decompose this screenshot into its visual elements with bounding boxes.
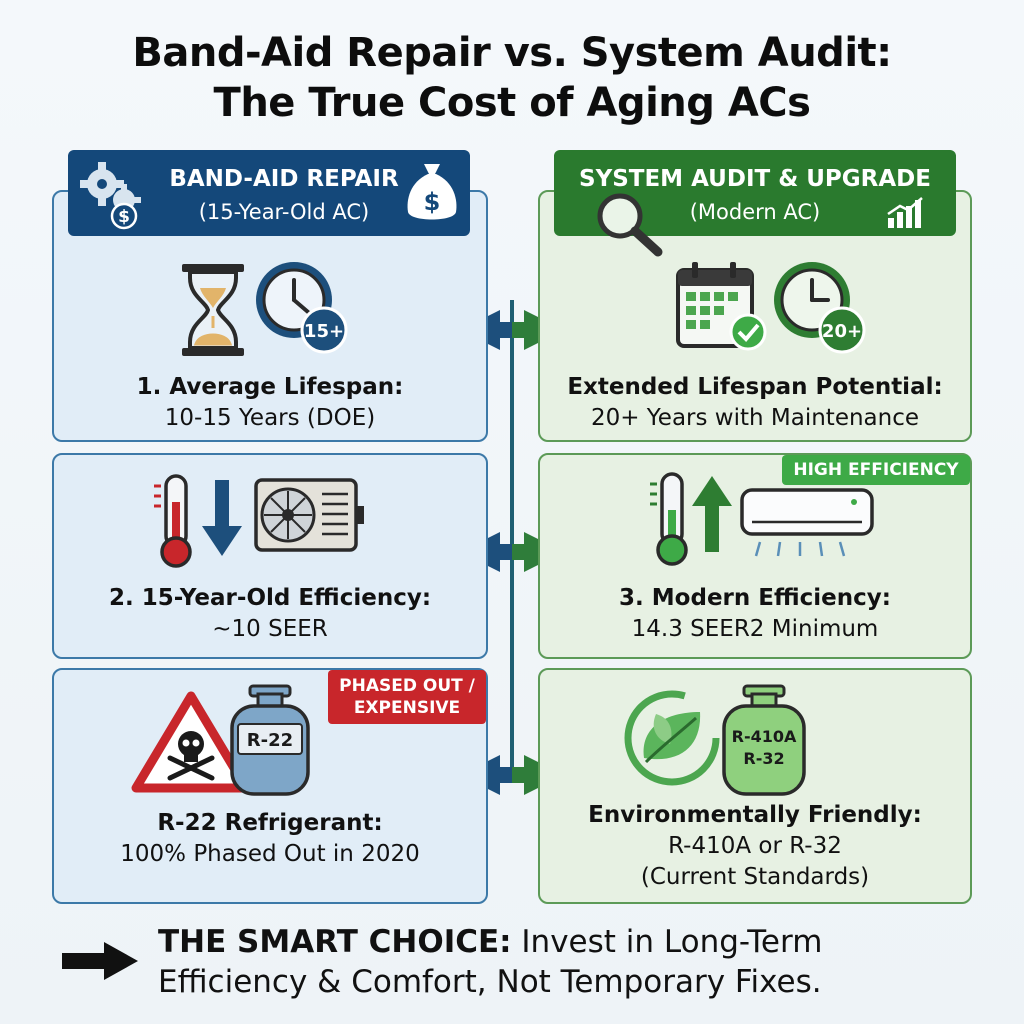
right-panel-2-label: 3. Modern Efficiency: 14.3 SEER2 Minimum	[619, 585, 891, 642]
title-line-2: The True Cost of Aging ACs	[213, 80, 811, 126]
footer-line-1: Invest in Long-Term	[511, 924, 823, 960]
eco-leaf-icon	[624, 690, 720, 786]
footer-lead: THE SMART CHOICE:	[158, 924, 512, 960]
tank-label-r32: R-32	[743, 749, 784, 768]
money-bag-icon: $	[407, 164, 457, 220]
left-header: BAND-AID REPAIR (15-Year-Old AC)	[68, 150, 470, 236]
title-line-1: Band-Aid Repair vs. System Audit:	[132, 30, 892, 76]
thermometer-hot-icon	[154, 474, 192, 568]
left-panel-2-label: 2. 15-Year-Old Efficiency: ~10 SEER	[108, 585, 432, 642]
high-efficiency-badge: HIGH EFFICIENCY	[782, 455, 970, 485]
right-panel-efficiency: 3. Modern Efficiency: 14.3 SEER2 Minimum	[538, 453, 972, 659]
right-panel-3-label: Environmentally Friendly: R-410A or R-32…	[588, 802, 922, 890]
clock-icon: 15+	[256, 262, 348, 354]
clock-badge-20: 20+	[822, 321, 862, 342]
svg-text:$: $	[118, 207, 130, 227]
right-header-title: SYSTEM AUDIT & UPGRADE	[579, 166, 931, 192]
hourglass-icon	[182, 264, 244, 356]
arrow-up-icon	[692, 476, 732, 552]
left-header-title: BAND-AID REPAIR	[169, 166, 399, 192]
refrigerant-tank-icon-modern: R-410A R-32	[722, 684, 806, 796]
right-header-subtitle: (Modern AC)	[689, 200, 821, 224]
calendar-check-icon	[676, 262, 767, 351]
left-panel-3-label: R-22 Refrigerant: 100% Phased Out in 202…	[120, 810, 420, 867]
left-panel-1-label: 1. Average Lifespan: 10-15 Years (DOE)	[136, 374, 404, 431]
page-title: Band-Aid Repair vs. System Audit: The Tr…	[0, 28, 1024, 128]
thermometer-cool-icon	[650, 472, 688, 566]
tank-label-r22: R-22	[247, 730, 293, 751]
footer-line-2: Efficiency & Comfort, Not Temporary Fixe…	[158, 964, 822, 1000]
arrow-down-icon	[202, 480, 242, 556]
footer-message: THE SMART CHOICE: Invest in Long-Term Ef…	[158, 922, 988, 1002]
outdoor-ac-unit-icon	[254, 478, 364, 552]
right-panel-1-label: Extended Lifespan Potential: 20+ Years w…	[567, 374, 943, 431]
clock-badge-15: 15+	[304, 321, 344, 342]
gears-dollar-icon: $	[80, 162, 141, 230]
skull-warning-icon	[131, 691, 251, 793]
refrigerant-tank-icon: R-22	[230, 684, 310, 796]
left-header-subtitle: (15-Year-Old AC)	[198, 200, 370, 224]
magnifier-icon	[597, 193, 663, 257]
arrow-right-icon	[62, 942, 138, 980]
tank-label-r410a: R-410A	[732, 727, 797, 746]
clock-icon-right: 20+	[774, 262, 866, 354]
growth-chart-icon	[887, 197, 923, 228]
mini-split-ac-icon	[740, 488, 874, 557]
phased-out-badge: PHASED OUT / EXPENSIVE	[328, 670, 486, 724]
svg-text:$: $	[424, 188, 441, 216]
